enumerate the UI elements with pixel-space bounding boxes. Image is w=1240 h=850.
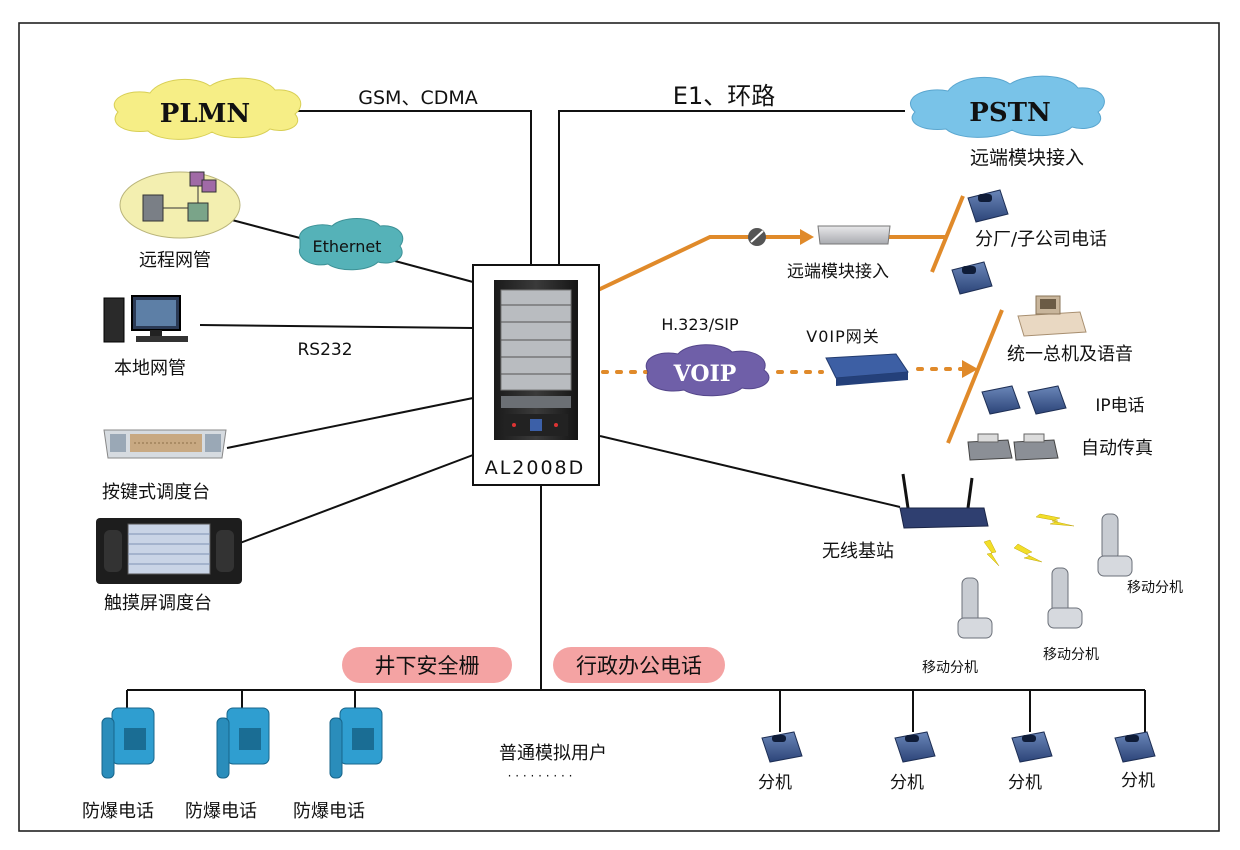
analog-dots: · · · · · · · · ·: [508, 769, 573, 783]
extension-label-4: 分机: [1121, 771, 1155, 791]
ip-phone-icon-1: [981, 385, 1021, 415]
ip-phone-label: IP电话: [1095, 396, 1144, 416]
local-pc-icon: [103, 295, 188, 343]
unified-pbx-label: 统一总机及语音: [1007, 344, 1133, 365]
plmn-label: PLMN: [160, 99, 250, 129]
extension-phone-icon-3: [1011, 731, 1053, 763]
line-touch-console: [239, 454, 474, 544]
arrow-remote-module: [800, 229, 814, 245]
fax-icon-1: [967, 433, 1013, 461]
admin-phone-pill: 行政办公电话: [553, 647, 725, 683]
explosion-phone-label-3: 防爆电话: [293, 801, 365, 822]
h323-sip-label: H.323/SIP: [661, 315, 739, 334]
key-console-icon: [103, 429, 227, 459]
e1-loop-label: E1、环路: [673, 82, 775, 110]
voip-gateway-label: V0IP网关: [806, 327, 880, 346]
mobile-handset-icon-1: [1097, 513, 1133, 577]
ip-phone-icon-2: [1027, 385, 1067, 415]
line-pstn: [558, 110, 905, 265]
line-remote-module: [597, 235, 800, 292]
remote-module-label: 远端模块接入: [787, 262, 889, 282]
wireless-bs-label: 无线基站: [822, 541, 894, 562]
bracket-branch: [930, 195, 965, 273]
lightning-icon-2: [983, 539, 1000, 567]
extension-label-2: 分机: [890, 773, 924, 793]
orange-links: [597, 195, 1004, 444]
explosion-phone-icon-1: [101, 707, 155, 779]
branch-phone-label: 分厂/子公司电话: [975, 229, 1107, 250]
explosion-phone-icon-3: [329, 707, 383, 779]
extension-phone-icon-2: [894, 731, 936, 763]
extension-label-3: 分机: [1008, 773, 1042, 793]
lightning-icon-1: [1035, 513, 1075, 527]
remote-mgmt-network-icon: [119, 171, 241, 239]
line-key-console: [226, 397, 474, 449]
branch-phone-icon-1: [967, 189, 1009, 223]
bracket-ip: [946, 309, 1004, 444]
line-remote-mgmt: [231, 219, 301, 239]
explosion-phone-label-2: 防爆电话: [185, 801, 257, 822]
touch-console-icon: [96, 518, 242, 584]
fax-icon-2: [1013, 433, 1059, 461]
fiber-connector-icon: [748, 228, 766, 246]
explosion-phone-icon-2: [216, 707, 270, 779]
ethernet-label: Ethernet: [313, 237, 382, 256]
safety-barrier-label: 井下安全栅: [375, 654, 480, 678]
remote-mgmt-label: 远程网管: [139, 250, 211, 271]
wireless-base-station-icon: [899, 473, 989, 529]
touch-console-label: 触摸屏调度台: [104, 593, 212, 614]
key-console-label: 按键式调度台: [102, 482, 210, 503]
mobile-ext-label-2: 移动分机: [922, 660, 978, 676]
line-wireless: [599, 435, 901, 508]
ethernet-cloud: Ethernet: [298, 218, 404, 271]
extension-phone-icon-4: [1114, 731, 1156, 763]
lightning-icon-3: [1013, 543, 1043, 563]
gsm-cdma-label: GSM、CDMA: [358, 87, 477, 109]
mobile-handset-icon-2: [957, 577, 993, 639]
mobile-ext-label-3: 移动分机: [1043, 647, 1099, 663]
analog-users-label: 普通模拟用户: [499, 743, 607, 764]
line-ethernet: [394, 260, 474, 283]
connection-lines: [126, 110, 1146, 732]
remote-module-title: 远端模块接入: [970, 147, 1084, 169]
voip-cloud: VOIP: [645, 344, 770, 397]
rs232-label: RS232: [297, 340, 352, 360]
remote-module-box-icon: [817, 225, 891, 245]
branch-phone-icon-2: [951, 261, 993, 295]
admin-phone-label: 行政办公电话: [576, 654, 702, 678]
switch-model-label: AL2008D: [485, 457, 586, 479]
voip-gateway-icon: [825, 353, 909, 386]
plmn-cloud: PLMN: [113, 77, 302, 140]
lightning-icons: [983, 513, 1075, 567]
extension-label-1: 分机: [758, 773, 792, 793]
line-plmn: [295, 110, 532, 265]
line-rs232: [199, 324, 474, 329]
pstn-cloud: PSTN: [909, 75, 1105, 138]
outer-frame: [18, 22, 1220, 832]
mobile-handset-icon-3: [1047, 567, 1083, 629]
pstn-label: PSTN: [969, 98, 1050, 128]
explosion-phone-label-1: 防爆电话: [82, 801, 154, 822]
pbx-phone-icon: [1017, 295, 1087, 337]
safety-barrier-pill: 井下安全栅: [342, 647, 512, 683]
local-mgmt-label: 本地网管: [114, 358, 186, 379]
voip-label: VOIP: [673, 361, 737, 387]
extension-phone-icon-1: [761, 731, 803, 763]
mobile-ext-label-1: 移动分机: [1127, 580, 1183, 596]
auto-fax-label: 自动传真: [1081, 438, 1153, 459]
switch-rack: [472, 264, 600, 486]
arrow-ip: [962, 360, 978, 378]
